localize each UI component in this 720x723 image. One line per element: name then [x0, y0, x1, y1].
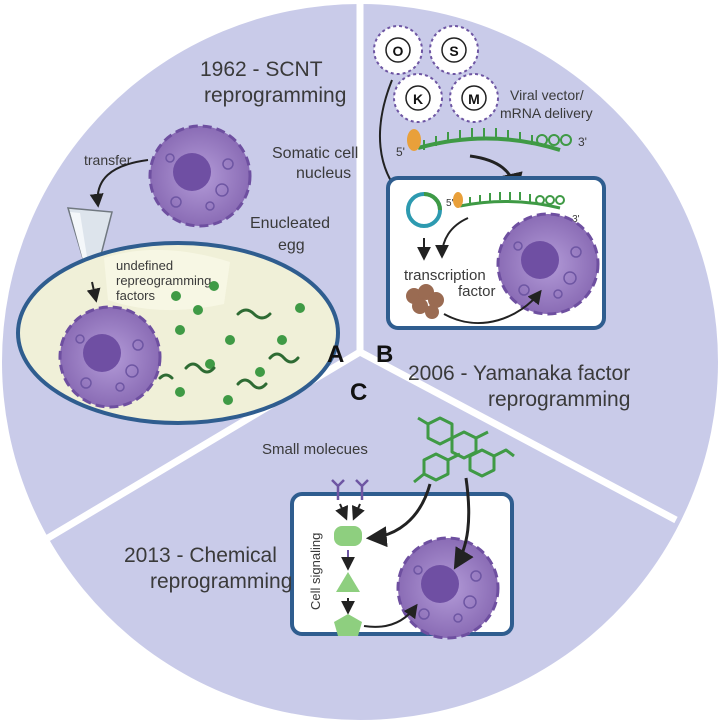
panel-a-year-line1: 1962 - SCNT — [200, 58, 323, 81]
tf-label-line2: factor — [458, 283, 496, 300]
signal-node-2 — [336, 572, 360, 592]
panel-a-letter: A — [327, 341, 344, 368]
molecule-to-signal-arrow — [365, 483, 432, 548]
delivery-label-line1: Viral vector/ — [510, 87, 584, 103]
virus-k: K — [393, 73, 443, 123]
mrna-in-cell — [453, 192, 565, 210]
reprogramming-factors — [171, 281, 305, 405]
virus-label-k: K — [413, 91, 423, 107]
somatic-label-line2: nucleus — [296, 165, 351, 182]
factors-label-line3: factors — [116, 288, 156, 303]
factors-label-line1: undefined — [116, 258, 173, 273]
transcription-factor-icon — [406, 284, 444, 319]
panel-b-year-line1: 2006 - Yamanaka factor — [408, 362, 630, 385]
enucleated-label-line1: Enucleated — [250, 215, 330, 232]
transfer-label: transfer — [84, 152, 132, 168]
virus-m: M — [449, 73, 499, 123]
somatic-label-line1: Somatic cell — [272, 145, 358, 162]
panel-b-letter: B — [376, 341, 393, 368]
panel-b: O S K M Viral vector/ mRNA delivery — [373, 25, 630, 411]
small-molecule-structures — [413, 416, 515, 484]
panel-c: C Small molecues Cell signaling — [124, 379, 515, 640]
signal-node-1 — [334, 526, 362, 546]
enucleated-label-line2: egg — [278, 237, 305, 254]
small-molecules-label: Small molecues — [262, 441, 368, 458]
pipette-arrow — [86, 281, 101, 303]
reprogramming-rna-strands — [158, 308, 300, 390]
cell-signaling-label: Cell signaling — [308, 533, 323, 610]
three-prime-label: 3' — [578, 135, 587, 149]
factors-label-line2: repreogramming — [116, 273, 211, 288]
panel-c-year-line1: 2013 - Chemical — [124, 544, 277, 567]
egg-cell — [58, 305, 162, 409]
signal-to-cell-arrow — [363, 603, 418, 628]
mrna-strand — [407, 128, 572, 152]
tf-to-cell-arrow — [443, 289, 542, 324]
panel-c-letter: C — [350, 379, 367, 406]
virus-label-o: O — [393, 43, 404, 59]
receptors — [331, 479, 369, 500]
five-prime-label: 5' — [396, 145, 405, 159]
virus-o: O — [373, 25, 423, 75]
panel-b-year-line2: reprogramming — [488, 388, 630, 411]
panel-c-year-line2: reprogramming — [150, 570, 292, 593]
divider-right — [358, 348, 678, 524]
receptor-arrow-right — [351, 503, 365, 521]
panel-a: 1962 - SCNT reprogramming Somatic cell n… — [16, 58, 358, 425]
factors-label-bg — [104, 249, 230, 311]
yamanaka-cell — [496, 212, 600, 316]
transfer-arrow — [89, 159, 149, 208]
virus-label-s: S — [449, 43, 458, 59]
molecule-to-cell-arrow — [453, 477, 474, 570]
panel-a-year-line2: reprogramming — [204, 84, 346, 107]
chemical-cell — [396, 536, 500, 640]
tf-label-line1: transcription — [404, 267, 486, 284]
virus-label-m: M — [468, 91, 480, 107]
virus-s: S — [429, 25, 479, 75]
delivery-label-line2: mRNA delivery — [500, 105, 593, 121]
five-prime-label-inner: 5' — [446, 198, 454, 209]
mrna-down-arrow — [435, 217, 469, 259]
signal-node-3 — [334, 614, 362, 636]
somatic-cell — [148, 124, 252, 228]
receptor-arrow-left — [335, 503, 349, 521]
